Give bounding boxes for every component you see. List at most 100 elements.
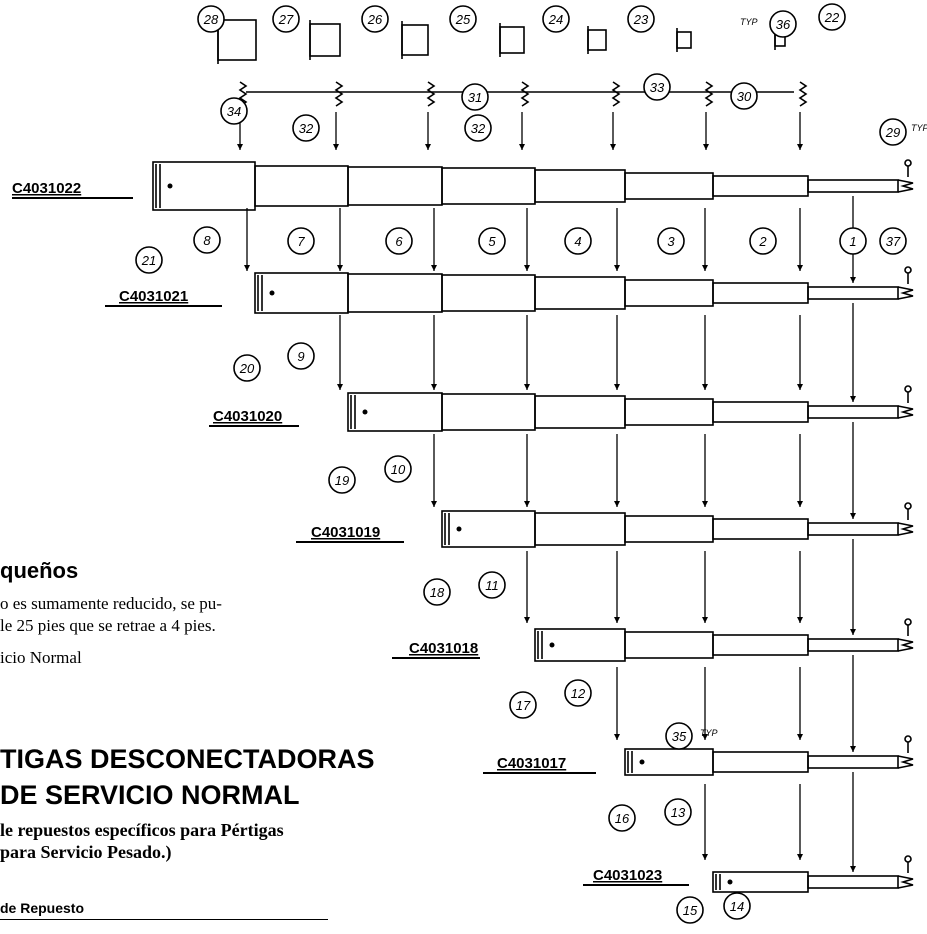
- part-balloon: 5: [478, 227, 506, 255]
- arrow-head: [797, 617, 803, 623]
- part-number-label: 23: [633, 12, 649, 27]
- model-label: C4031017: [497, 755, 566, 772]
- button-dot: [727, 879, 733, 885]
- part-number-label: 14: [730, 899, 744, 914]
- pole-section: [624, 398, 714, 426]
- part-number-label: 30: [737, 89, 752, 104]
- button-dot: [362, 409, 368, 415]
- pole-section: [441, 510, 536, 548]
- part-balloon: 32: [464, 114, 492, 142]
- arrow-head: [797, 854, 803, 860]
- pole-section: [624, 515, 714, 543]
- part-balloon-circle: [818, 3, 846, 31]
- table-header-rule: [0, 919, 328, 920]
- part-number-label: 10: [391, 462, 406, 477]
- pole-section: [624, 172, 714, 200]
- model-label: C4031020: [213, 408, 282, 425]
- pole-section: [624, 631, 714, 659]
- button-dot: [269, 290, 275, 296]
- arrow-head: [244, 265, 250, 271]
- part-balloon: 25: [449, 5, 477, 33]
- arrow-head: [702, 854, 708, 860]
- arrow-head: [702, 501, 708, 507]
- ferrule: [499, 26, 525, 54]
- part-number-label: 33: [650, 80, 665, 95]
- part-balloon-circle: [287, 342, 315, 370]
- pole-section: [624, 279, 714, 307]
- model-label: C4031019: [311, 524, 380, 541]
- part-balloon-circle: [723, 892, 751, 920]
- part-balloon: 20: [233, 354, 261, 382]
- tip-ring: [904, 385, 912, 393]
- part-balloon-circle: [749, 227, 777, 255]
- part-balloon-circle: [287, 227, 315, 255]
- part-balloon: 13: [664, 798, 692, 826]
- qty-label: TYP: [740, 17, 758, 27]
- part-balloon: 24: [542, 5, 570, 33]
- part-balloon: 22: [818, 3, 846, 31]
- arrow-head: [850, 629, 856, 635]
- part-number-label: 15: [683, 903, 698, 918]
- pole-section: [624, 748, 714, 776]
- pole-section: [807, 638, 899, 652]
- part-balloon: 2: [749, 227, 777, 255]
- arrow-head: [797, 501, 803, 507]
- arrow-head: [702, 734, 708, 740]
- section-title-line-1: TIGAS DESCONECTADORAS: [0, 744, 375, 774]
- arrow-head: [610, 144, 616, 150]
- pole-section: [712, 634, 809, 656]
- part-number-label: 37: [886, 234, 901, 249]
- part-balloon: 12: [564, 679, 592, 707]
- tip-hook: [897, 286, 914, 300]
- ferrule: [309, 23, 341, 57]
- arrow-head: [797, 265, 803, 271]
- part-number-label: 20: [239, 361, 255, 376]
- arrow-head: [797, 384, 803, 390]
- pole-section: [534, 169, 626, 203]
- part-balloon-circle: [272, 5, 300, 33]
- ferrule: [401, 24, 429, 56]
- table-column-header: de Repuesto: [0, 900, 85, 916]
- arrow-head: [614, 617, 620, 623]
- part-balloon: 33: [643, 73, 671, 101]
- tip-ring: [904, 735, 912, 743]
- part-number-label: 13: [671, 805, 686, 820]
- ferrule: [217, 19, 257, 61]
- part-balloon: 9: [287, 342, 315, 370]
- tip-ring: [904, 855, 912, 863]
- arrow-head: [333, 144, 339, 150]
- part-number-label: 12: [571, 686, 586, 701]
- part-number-label: 35: [672, 729, 687, 744]
- part-balloon: 23: [627, 5, 655, 33]
- arrow-head: [425, 144, 431, 150]
- part-balloon: 4: [564, 227, 592, 255]
- pole-section: [807, 286, 899, 300]
- pole-section: [807, 405, 899, 419]
- arrow-head: [431, 265, 437, 271]
- part-balloon-circle: [769, 10, 797, 38]
- arrow-head: [337, 265, 343, 271]
- part-balloon-circle: [879, 227, 907, 255]
- section-body-line-1: o es sumamente reducido, se pu-: [0, 594, 222, 613]
- part-balloon-circle: [478, 571, 506, 599]
- part-balloon-circle: [135, 246, 163, 274]
- pole-section: [347, 166, 443, 206]
- section-body-line-2: le 25 pies que se retrae a 4 pies.: [0, 616, 216, 635]
- pole-section: [712, 401, 809, 423]
- pole-section: [807, 875, 899, 889]
- pole-section: [254, 165, 349, 207]
- arrow-head: [614, 265, 620, 271]
- arrow-head: [524, 265, 530, 271]
- part-number-label: 17: [516, 698, 531, 713]
- model-label: C4031021: [119, 288, 188, 305]
- part-balloon: 26: [361, 5, 389, 33]
- tip-hook: [897, 405, 914, 419]
- tip-hook: [897, 638, 914, 652]
- part-number-label: 7: [297, 234, 305, 249]
- part-balloon: 10: [384, 455, 412, 483]
- part-balloon: 28: [197, 5, 225, 33]
- note-line-2: para Servicio Pesado.): [0, 842, 172, 862]
- part-number-label: 18: [430, 585, 445, 600]
- part-balloon-circle: [384, 455, 412, 483]
- part-number-label: 3: [667, 234, 675, 249]
